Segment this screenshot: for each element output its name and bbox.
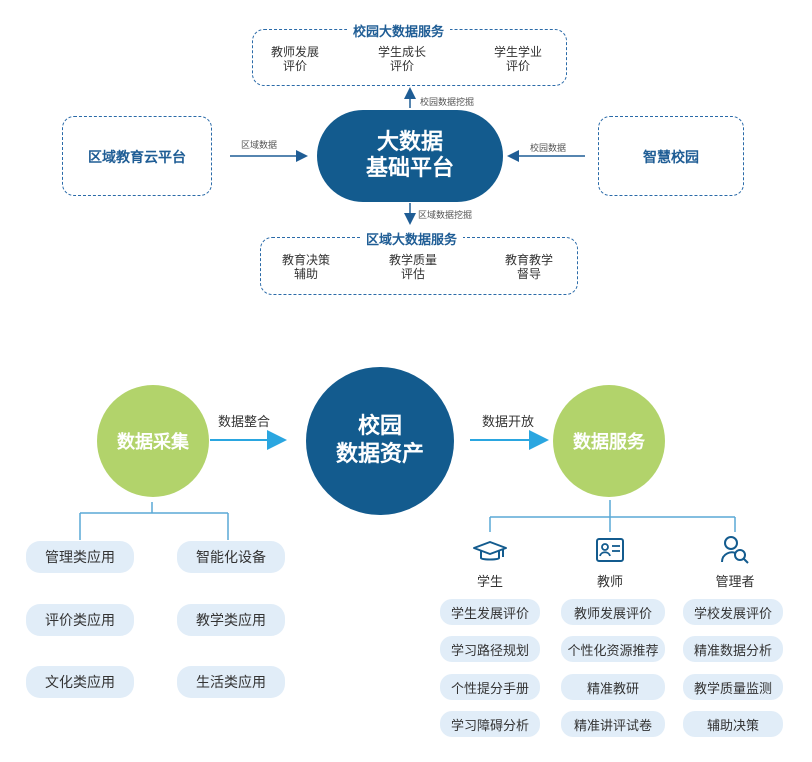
assets-circle: 校园 数据资产 bbox=[306, 367, 454, 515]
left-box-label: 区域教育云平台 bbox=[88, 150, 186, 166]
graduation-cap-icon bbox=[473, 541, 507, 561]
service-circle: 数据服务 bbox=[553, 385, 665, 497]
collect-item: 管理类应用 bbox=[26, 541, 134, 573]
role-label: 教师 bbox=[596, 575, 623, 590]
arrow-up-label: 校园数据挖掘 bbox=[420, 98, 475, 108]
regional-service-item: 教学质量 评估 bbox=[388, 253, 437, 281]
arrow-integrate-label: 数据整合 bbox=[218, 415, 271, 430]
core-platform: 大数据 基础平台 bbox=[317, 110, 503, 202]
regional-service-item: 教育教学 督导 bbox=[504, 253, 553, 281]
campus-service-item: 学生学业 评价 bbox=[493, 45, 542, 73]
user-search-icon bbox=[721, 536, 749, 564]
student-service-item: 学生发展评价 bbox=[440, 599, 540, 625]
student-service-item: 个性提分手册 bbox=[440, 674, 540, 700]
manager-service-item: 辅助决策 bbox=[683, 711, 783, 737]
manager-service-item: 教学质量监测 bbox=[683, 674, 783, 700]
manager-service-item: 精准数据分析 bbox=[683, 636, 783, 662]
arrow-down-label: 区域数据挖掘 bbox=[418, 211, 473, 221]
manager-service-item: 学校发展评价 bbox=[683, 599, 783, 625]
campus-service-item: 教师发展 评价 bbox=[270, 45, 319, 73]
regional-service-title: 区域大数据服务 bbox=[360, 229, 464, 248]
arrow-left-label: 区域数据 bbox=[241, 141, 278, 151]
teacher-service-item: 教师发展评价 bbox=[561, 599, 665, 625]
regional-service-item: 教育决策 辅助 bbox=[281, 253, 330, 281]
campus-service-title: 校园大数据服务 bbox=[347, 21, 451, 40]
collect-item: 智能化设备 bbox=[177, 541, 285, 573]
collect-item: 评价类应用 bbox=[26, 604, 134, 636]
role-label: 管理者 bbox=[715, 575, 755, 590]
collect-item: 教学类应用 bbox=[177, 604, 285, 636]
arrow-open-label: 数据开放 bbox=[482, 415, 535, 430]
collect-item: 生活类应用 bbox=[177, 666, 285, 698]
arrow-right-label: 校园数据 bbox=[530, 144, 567, 154]
collect-item: 文化类应用 bbox=[26, 666, 134, 698]
left-box bbox=[62, 116, 212, 196]
right-box-label: 智慧校园 bbox=[643, 150, 699, 166]
role-label: 学生 bbox=[476, 575, 503, 590]
teacher-service-item: 个性化资源推荐 bbox=[561, 636, 665, 662]
id-card-icon bbox=[596, 538, 624, 562]
collect-circle: 数据采集 bbox=[97, 385, 209, 497]
campus-service-item: 学生成长 评价 bbox=[377, 45, 426, 73]
teacher-service-item: 精准讲评试卷 bbox=[561, 711, 665, 737]
service-tree bbox=[489, 500, 736, 532]
right-box bbox=[598, 116, 744, 196]
student-service-item: 学习障碍分析 bbox=[440, 711, 540, 737]
collect-tree bbox=[79, 502, 229, 540]
teacher-service-item: 精准教研 bbox=[561, 674, 665, 700]
student-service-item: 学习路径规划 bbox=[440, 636, 540, 662]
